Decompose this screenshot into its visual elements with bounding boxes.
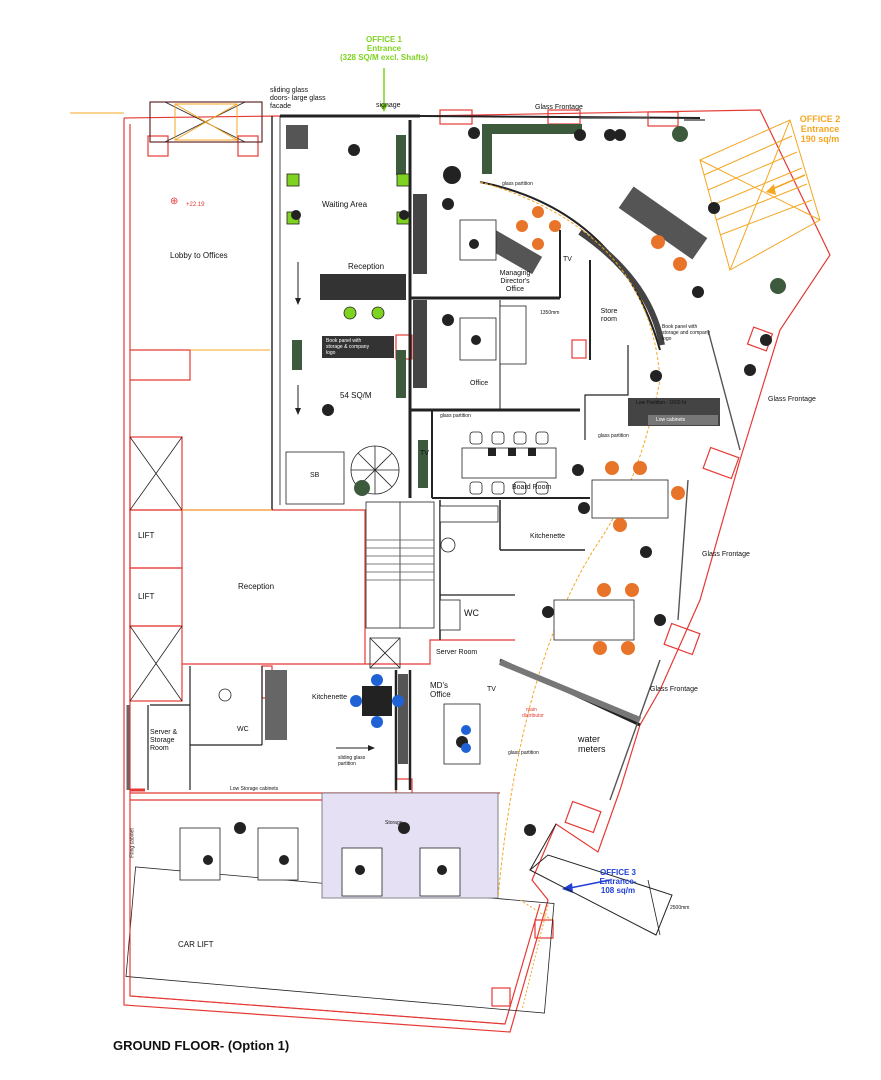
- note-sliding-doors-1: sliding glass: [270, 87, 309, 94]
- shafts: [125, 101, 555, 1014]
- glass-frontage-mid: Glass Frontage: [702, 551, 750, 558]
- glass-partition-2: glass partition: [440, 413, 471, 419]
- glass-frontage-right: Glass Frontage: [768, 396, 816, 403]
- note-sliding-doors-2: doors- large glass: [270, 95, 326, 102]
- storage-label: Storage: [385, 820, 403, 826]
- room-server-storage-b: Storage: [150, 737, 175, 744]
- kitchen-table: [350, 674, 471, 753]
- level-marker-icon: ⊕: [170, 196, 179, 207]
- room-md-office-1c: Office: [505, 286, 525, 293]
- room-wc-1: WC: [464, 608, 479, 618]
- main-distribution-a: main: [526, 707, 537, 713]
- room-lift-2: LIFT: [138, 592, 155, 601]
- note-sliding-doors-3: facade: [270, 103, 292, 110]
- book-panel-1-a: Book panel with: [326, 338, 362, 344]
- car-lift-outline: [129, 885, 506, 1025]
- furniture-dark: [265, 125, 720, 764]
- room-board-room: Board Room: [512, 484, 552, 491]
- tv-1: TV: [563, 256, 572, 263]
- office1-title: OFFICE 1: [365, 35, 402, 44]
- room-md-office-2a: MD's: [430, 681, 448, 690]
- glass-partition-3: glass partition: [598, 433, 629, 439]
- office2-title: OFFICE 2: [799, 114, 841, 124]
- room-lift-1: LIFT: [138, 531, 155, 540]
- office2-entrance: Entrance: [800, 124, 840, 134]
- low-partition: Low Partition - 1600 ht: [636, 400, 687, 406]
- glass-partition-1: glass partition: [502, 181, 533, 187]
- level-marker: +22.19: [186, 202, 205, 208]
- glass-frontage: [498, 117, 741, 801]
- room-area-54: 54 SQ/M: [340, 391, 372, 400]
- room-lobby: Lobby to Offices: [170, 251, 228, 260]
- water-meters-a: water: [578, 734, 601, 744]
- dim-1350: 1350mm: [540, 310, 560, 316]
- book-panel-2-a: Book panel with: [662, 324, 698, 330]
- interior-walls: [126, 114, 701, 792]
- room-store-b: room: [601, 316, 617, 323]
- book-panel-1-c: logo: [326, 350, 336, 356]
- office-chairs: [203, 127, 772, 875]
- book-panel-2-c: logo: [662, 336, 672, 342]
- note-signage: signage: [376, 102, 401, 109]
- room-wc-2: WC: [237, 726, 249, 733]
- room-server-storage-c: Room: [150, 745, 169, 752]
- office3-area: 108 sq/m: [600, 886, 636, 895]
- room-md-office-2b: Office: [430, 690, 451, 699]
- entrance-arrows: [295, 68, 806, 936]
- tv-2: TV: [420, 450, 429, 457]
- tv-3: TV: [487, 686, 496, 693]
- waiting-chairs: [286, 173, 410, 320]
- office3-entrance: Entrance-: [599, 877, 637, 886]
- main-distribution-b: distributor: [522, 713, 544, 719]
- water-meters-b: meters: [578, 744, 606, 754]
- room-server-room: Server Room: [436, 649, 478, 656]
- low-storage-cabinets: Low Storage cabinets: [230, 786, 279, 792]
- room-kitchenette-1: Kitchenette: [530, 533, 566, 540]
- sliding-glass-partition-a: sliding glass: [338, 755, 366, 761]
- room-server-storage-a: Server &: [150, 729, 178, 736]
- room-waiting: Waiting Area: [322, 200, 368, 209]
- office3-entrance: [529, 823, 673, 936]
- plants: [292, 124, 786, 496]
- office1-entrance: Entrance: [366, 44, 402, 53]
- room-reception-top: Reception: [348, 262, 385, 271]
- room-md-office-1a: Managing: [499, 270, 531, 277]
- room-car-lift: CAR LIFT: [178, 940, 214, 949]
- office1-area: (328 SQ/M excl. Shafts): [339, 53, 429, 62]
- dim-2500: 2500mm: [670, 905, 690, 911]
- page-title: GROUND FLOOR- (Option 1): [113, 1038, 290, 1053]
- room-reception-main: Reception: [238, 582, 275, 591]
- orange-chairs: [516, 206, 687, 655]
- office2-area: 190 sq/m: [800, 134, 840, 144]
- glass-partition-4: glass partition: [508, 750, 539, 756]
- room-md-office-1b: Director's: [500, 278, 530, 285]
- glass-frontage-low: Glass Frontage: [650, 686, 698, 693]
- book-panel-2-b: storage and company: [662, 330, 711, 336]
- glass-frontage-top: Glass Frontage: [535, 104, 583, 111]
- sb-label: SB: [310, 472, 320, 479]
- book-panel-1-b: storage & company: [326, 344, 370, 350]
- boardroom-chairs: [218, 431, 549, 702]
- sliding-glass-partition-b: partition: [338, 761, 356, 767]
- office3-title: OFFICE 3: [599, 868, 636, 877]
- room-kitchenette-2: Kitchenette: [312, 694, 348, 701]
- room-store-a: Store: [600, 308, 618, 315]
- low-cabinets: Low cabinets: [656, 417, 686, 423]
- filing-cabinet: Filing cabinet: [129, 828, 136, 858]
- room-office: Office: [470, 380, 489, 387]
- entrance-markers: [70, 103, 821, 1011]
- desks: [179, 219, 669, 897]
